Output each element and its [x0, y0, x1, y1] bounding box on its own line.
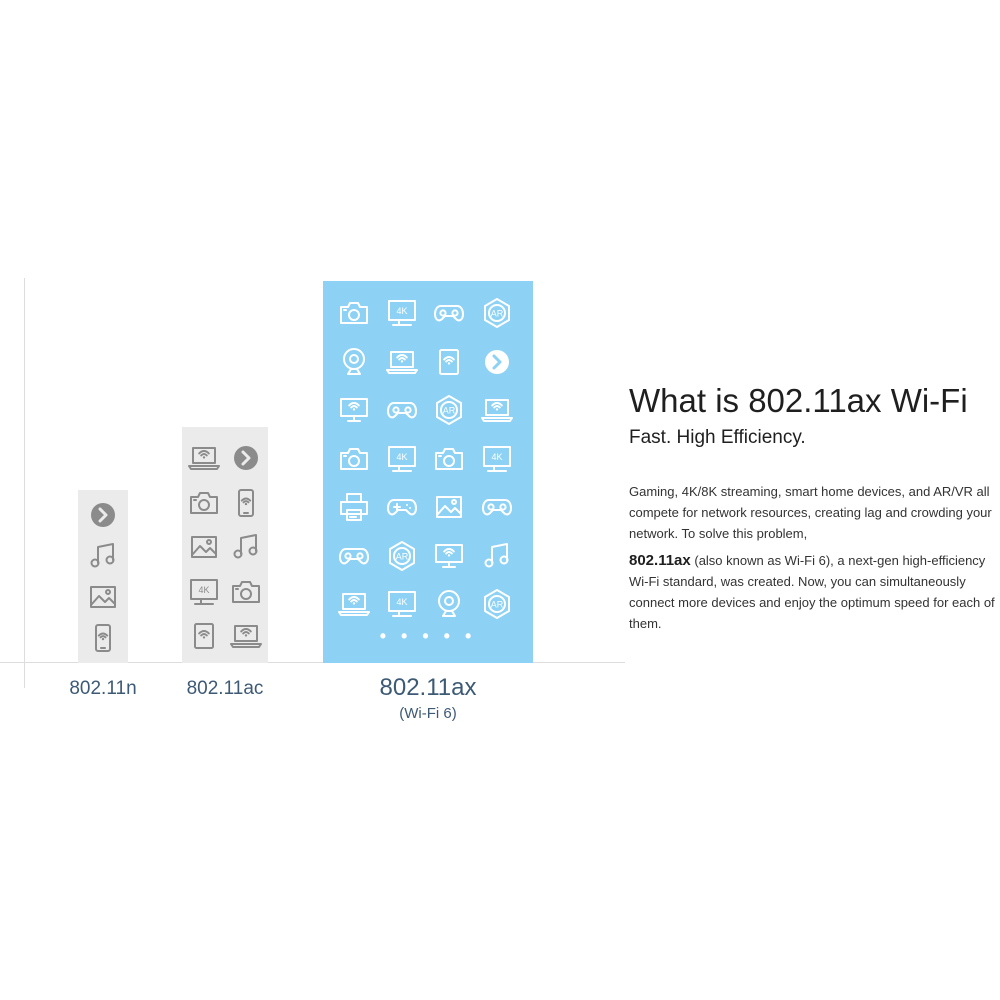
- laptop-wifi-icon: [187, 441, 221, 475]
- gamepad-icon: [337, 539, 371, 573]
- wifi6-paragraph: 802.11ax (also known as Wi-Fi 6), a next…: [629, 550, 999, 634]
- laptop-wifi-icon: [385, 345, 419, 379]
- tablet-wifi-icon: [432, 345, 466, 379]
- category-label-802-11ac: 802.11ac: [186, 678, 264, 699]
- laptop-wifi-icon: [229, 619, 263, 653]
- image-icon: [432, 490, 466, 524]
- webcam-icon: [432, 587, 466, 621]
- page-subtitle: Fast. High Efficiency.: [629, 427, 806, 448]
- svg-text:AR: AR: [490, 600, 503, 610]
- svg-text:4K: 4K: [396, 452, 407, 462]
- printer-icon: [337, 490, 371, 524]
- ar-icon: AR: [480, 296, 514, 330]
- 4k-tv-icon: 4K: [385, 587, 419, 621]
- svg-text:4K: 4K: [396, 597, 407, 607]
- gamepad-icon: [432, 296, 466, 330]
- laptop-wifi-icon: [480, 393, 514, 427]
- camera-icon: [432, 442, 466, 476]
- intro-paragraph: Gaming, 4K/8K streaming, smart home devi…: [629, 484, 992, 541]
- camera-icon: [187, 486, 221, 520]
- music-icon: [86, 539, 120, 573]
- svg-text:AR: AR: [490, 309, 503, 319]
- phone-wifi-icon: [86, 621, 120, 655]
- page-title: What is 802.11ax Wi-Fi: [629, 382, 968, 419]
- music-icon: [229, 530, 263, 564]
- tablet-wifi-icon: [187, 619, 221, 653]
- 4k-tv-icon: 4K: [480, 442, 514, 476]
- camera-icon: [229, 575, 263, 609]
- chart-x-axis: [0, 662, 625, 663]
- image-icon: [86, 580, 120, 614]
- 4k-tv-icon: 4K: [385, 442, 419, 476]
- 4k-tv-icon: 4K: [187, 575, 221, 609]
- music-icon: [480, 539, 514, 573]
- svg-text:4K: 4K: [396, 306, 407, 316]
- chart-y-axis: [24, 278, 25, 688]
- ar-icon: AR: [385, 539, 419, 573]
- gamepad-icon: [385, 393, 419, 427]
- phone-wifi-icon: [229, 486, 263, 520]
- webcam-icon: [337, 345, 371, 379]
- standard-name: 802.11ax: [629, 552, 691, 569]
- category-sublabel-wifi6: (Wi-Fi 6): [399, 705, 457, 722]
- wifi6-description: (also known as Wi-Fi 6), a next-gen high…: [629, 553, 995, 631]
- camera-icon: [337, 296, 371, 330]
- joystick-icon: [385, 490, 419, 524]
- 4k-tv-icon: 4K: [385, 296, 419, 330]
- more-devices-indicator: • • • • •: [379, 626, 477, 646]
- ar-icon: AR: [432, 393, 466, 427]
- svg-text:AR: AR: [395, 551, 408, 561]
- svg-text:4K: 4K: [198, 585, 209, 595]
- svg-text:AR: AR: [443, 406, 456, 416]
- monitor-wifi-icon: [432, 539, 466, 573]
- monitor-wifi-icon: [337, 393, 371, 427]
- play-icon: [229, 441, 263, 475]
- image-icon: [187, 530, 221, 564]
- category-label-802-11ax: 802.11ax: [379, 674, 477, 701]
- gamepad-icon: [480, 490, 514, 524]
- play-icon: [86, 498, 120, 532]
- ar-icon: AR: [480, 587, 514, 621]
- play-icon: [480, 345, 514, 379]
- camera-icon: [337, 442, 371, 476]
- category-label-802-11n: 802.11n: [69, 678, 137, 699]
- svg-text:4K: 4K: [491, 452, 502, 462]
- laptop-wifi-icon: [337, 587, 371, 621]
